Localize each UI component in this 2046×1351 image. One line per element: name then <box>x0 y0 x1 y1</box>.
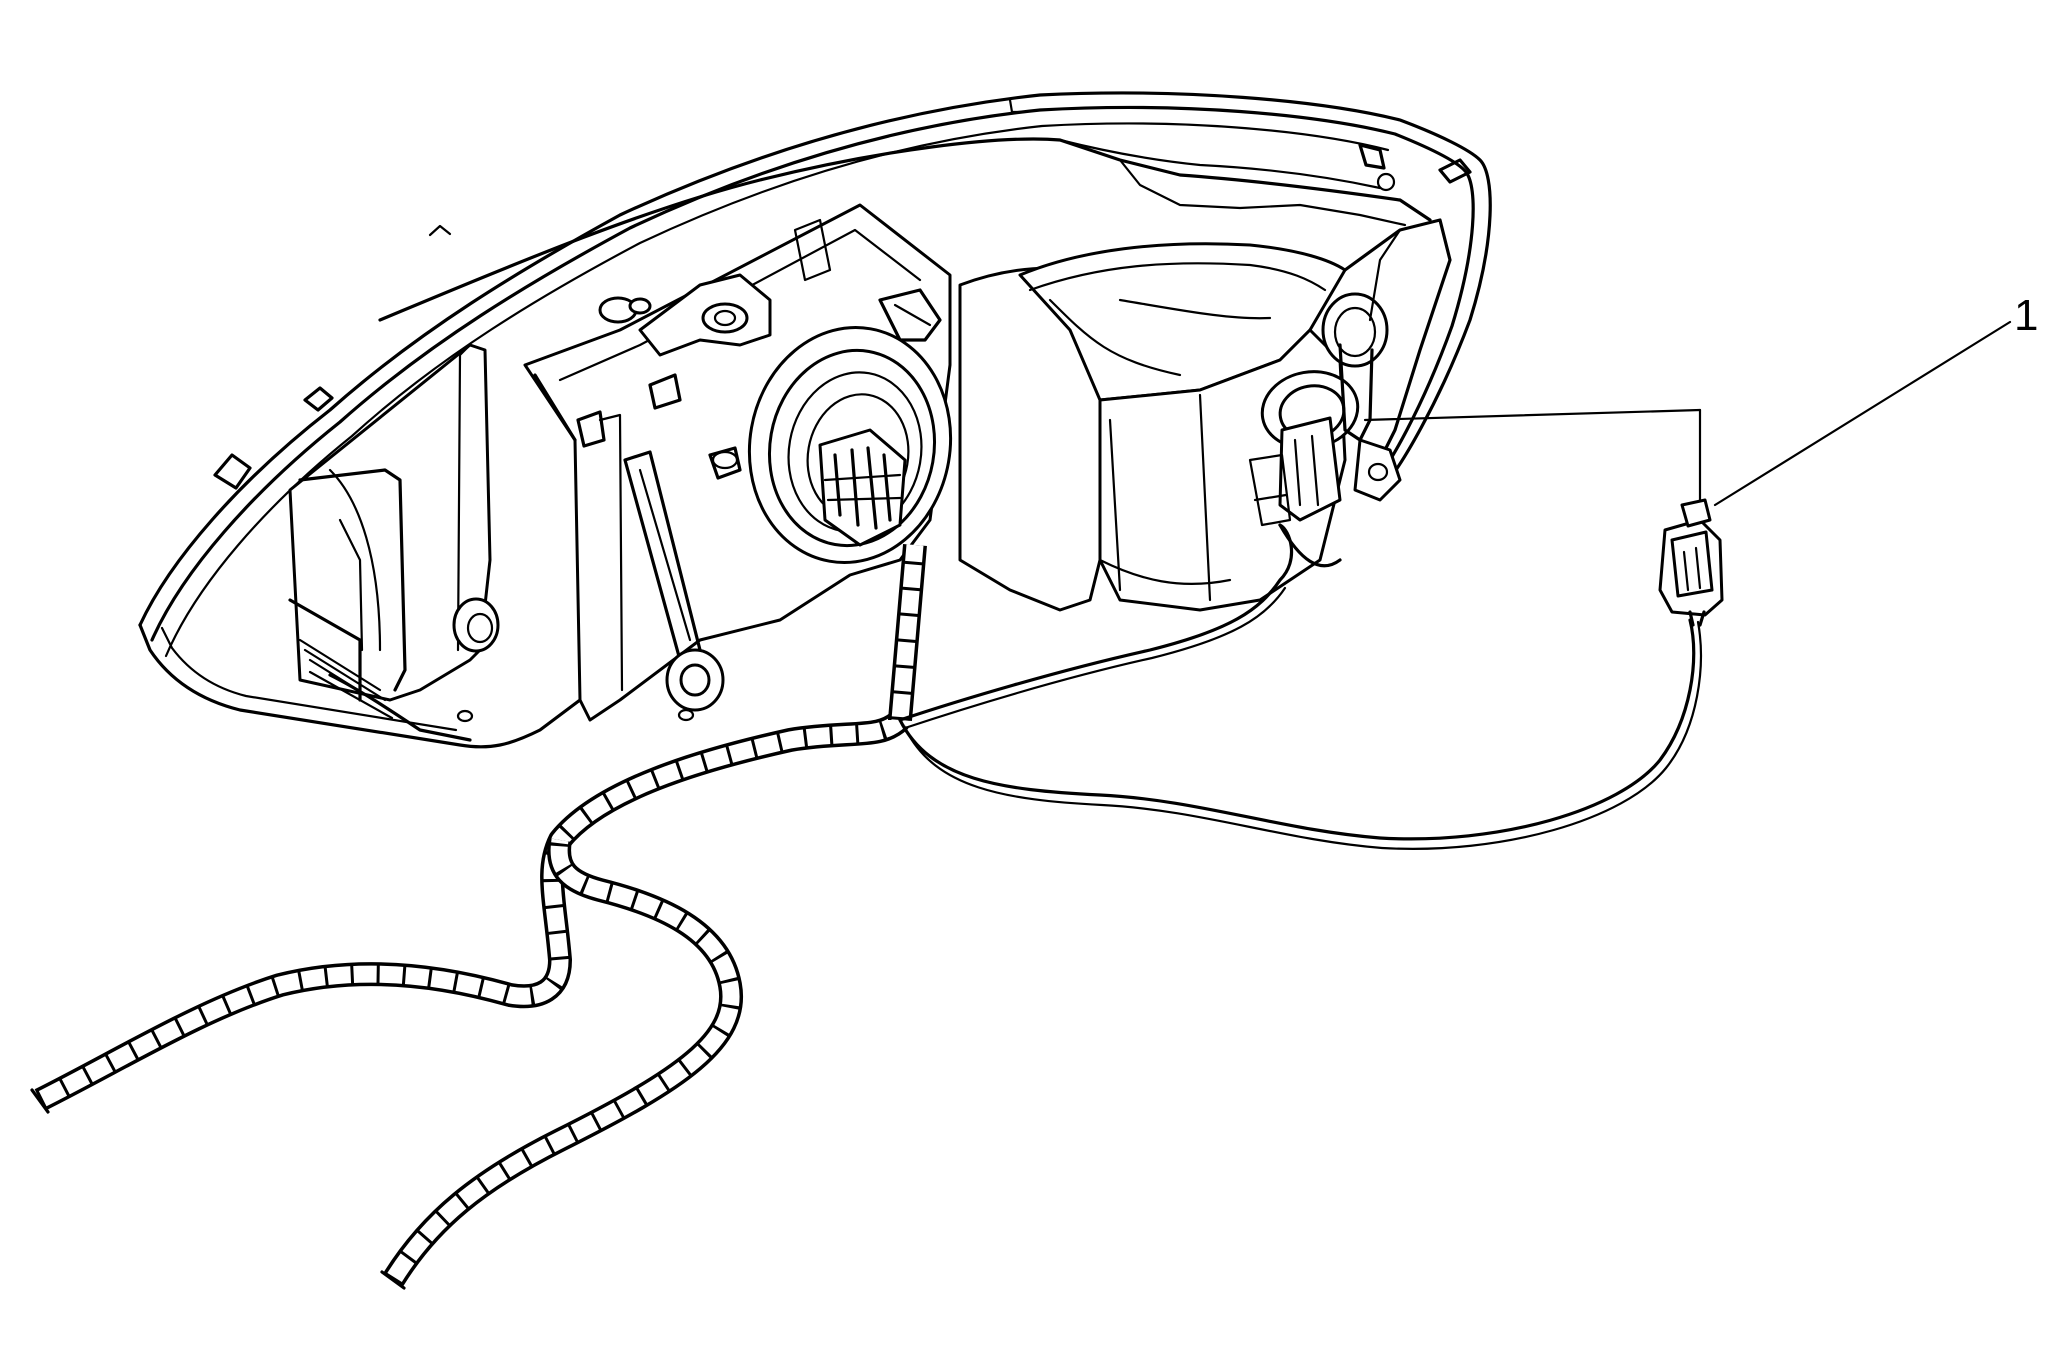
leader-lines <box>1363 320 2012 507</box>
wiring-harness <box>30 523 1702 1290</box>
headlamp-housing <box>138 91 1492 749</box>
callout-number-1: 1 <box>2014 291 2038 340</box>
bulb-connector <box>1658 498 1724 627</box>
